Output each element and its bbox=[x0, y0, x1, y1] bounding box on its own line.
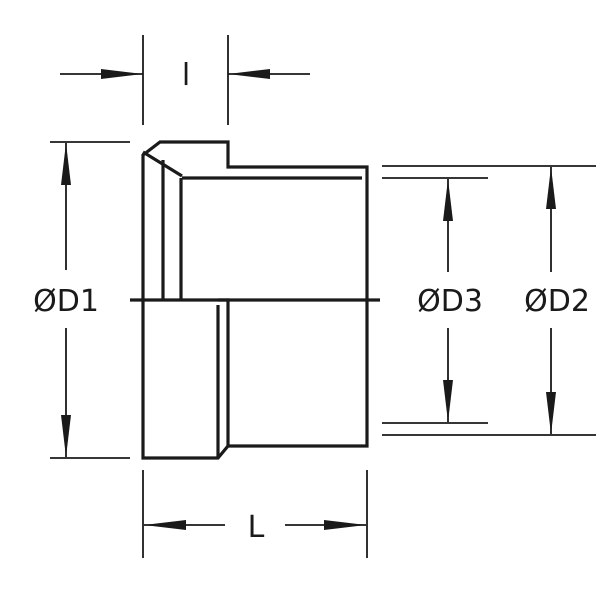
dimension-d2: ØD2 bbox=[382, 165, 596, 436]
dim-L-label: L bbox=[248, 510, 265, 545]
dim-d1-label: ØD1 bbox=[33, 284, 99, 319]
dim-d1-text: D1 bbox=[57, 284, 99, 319]
dim-d2-text: D2 bbox=[548, 284, 590, 319]
diameter-symbol-d3: Ø bbox=[417, 284, 441, 319]
dimension-L: L bbox=[142, 470, 368, 558]
lower-flange-step bbox=[218, 298, 230, 446]
diameter-symbol-d1: Ø bbox=[33, 284, 57, 319]
dimension-d1: ØD1 bbox=[33, 141, 130, 459]
dimension-l: l bbox=[60, 35, 310, 125]
bushing-outline bbox=[130, 140, 380, 460]
diameter-symbol-d2: Ø bbox=[524, 284, 548, 319]
dim-l-label: l bbox=[182, 58, 190, 93]
upper-profile bbox=[141, 140, 369, 300]
dim-d3-label: ØD3 bbox=[417, 284, 483, 319]
dimension-d3: ØD3 bbox=[382, 177, 488, 424]
dim-d3-text: D3 bbox=[441, 284, 483, 319]
lower-profile bbox=[141, 300, 369, 460]
dim-d2-label: ØD2 bbox=[524, 284, 590, 319]
